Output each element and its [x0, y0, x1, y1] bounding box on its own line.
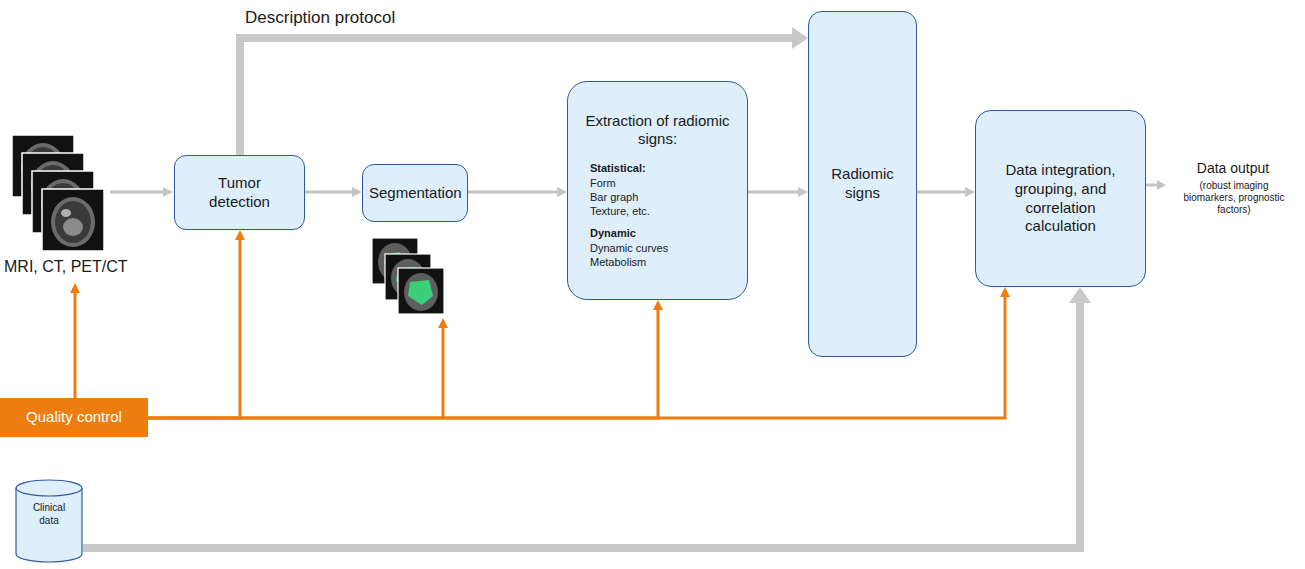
node-body-line: Texture, etc.	[580, 204, 735, 218]
connector-label: Description protocol	[245, 8, 395, 28]
modality-label: MRI, CT, PET/CT	[4, 257, 154, 276]
quality-control-box: Quality control	[0, 398, 148, 437]
scan-slice	[42, 189, 104, 251]
input-arrow	[110, 187, 173, 197]
node-title: Clinical data	[25, 502, 73, 527]
flow-arrow	[917, 191, 965, 194]
node-title: Quality control	[8, 408, 140, 427]
node-body-line: Metabolism	[580, 255, 735, 269]
process-box: Data integration, grouping, and correlat…	[975, 110, 1146, 287]
node-body-line: Dynamic curves	[580, 241, 735, 255]
quality-control-arrow	[148, 310, 658, 418]
flow-arrow	[305, 191, 352, 194]
process-box: Tumor detection	[174, 155, 305, 230]
node-title: Data integration, grouping, and correlat…	[994, 161, 1127, 236]
quality-arrow	[70, 283, 80, 398]
flow-arrow	[83, 303, 1080, 548]
node-title: Segmentation	[369, 184, 461, 203]
flow-arrow	[468, 191, 557, 194]
quality-control-arrow	[148, 240, 240, 418]
node-body-line: Bar graph	[580, 190, 735, 204]
node-title: Radiomic signs	[817, 165, 908, 203]
cylinder-rim	[16, 488, 82, 496]
output-arrow	[1146, 180, 1166, 190]
node-title: Extraction of radiomic signs:	[580, 112, 735, 150]
segmented-thumbnails	[372, 238, 444, 314]
scan-stack	[12, 135, 104, 251]
database-cylinder: Clinical data	[15, 480, 83, 562]
output-label: Data output	[1166, 160, 1300, 177]
connectors	[83, 38, 1080, 548]
node-body-line: Form	[580, 176, 735, 190]
process-box: Segmentation	[362, 164, 468, 222]
segmented-slice	[398, 268, 444, 314]
cylinder-body	[16, 480, 82, 562]
extraction-box: Extraction of radiomic signs: Statistical…	[567, 81, 748, 300]
node-body-line: Dynamic	[580, 226, 735, 240]
node-body-line: Statistical:	[580, 161, 735, 175]
flow-arrow	[748, 191, 798, 194]
output-note: (robust imaging biomarkers, prognostic f…	[1176, 180, 1292, 216]
process-box: Radiomic signs	[808, 11, 917, 357]
quality-arrow	[438, 318, 448, 419]
node-title: Tumor detection	[197, 174, 282, 212]
